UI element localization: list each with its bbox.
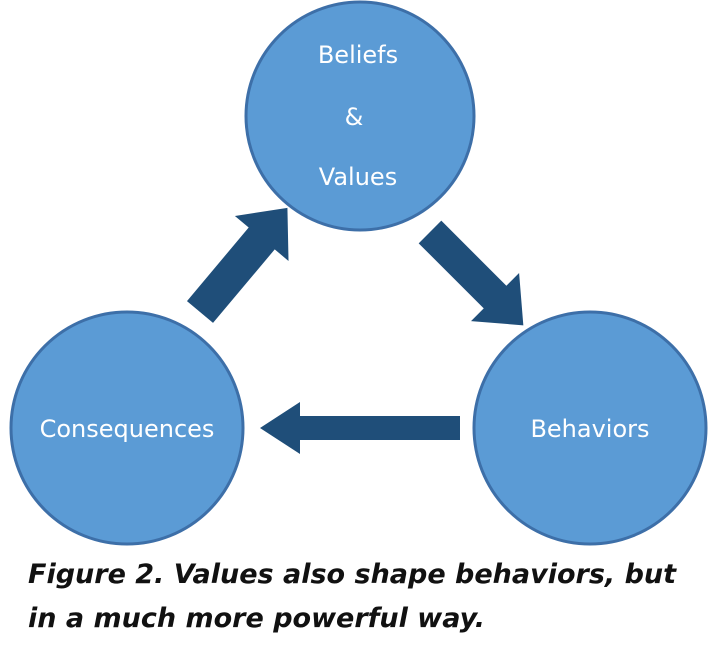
node-beliefs-values-label-line3: Values [319,163,397,191]
figure-caption-line2: in a much more powerful way. [28,603,485,634]
node-consequences-label: Consequences [40,415,215,443]
arrow-behaviors-to-consequences-shape [260,402,460,454]
arrow-beliefs-to-behaviors [418,220,524,326]
figure-caption: Figure 2. Values also shape behaviors, b… [28,553,708,641]
node-beliefs-values: Beliefs & Values [244,0,476,232]
node-beliefs-values-label-line1: Beliefs [318,41,398,69]
arrow-consequences-to-beliefs [186,207,289,323]
arrow-behaviors-to-consequences [260,402,460,454]
node-behaviors-label: Behaviors [530,415,649,443]
node-behaviors: Behaviors [472,310,708,546]
figure-caption-line1: Figure 2. Values also shape behaviors, b… [28,559,677,590]
node-consequences: Consequences [9,310,245,546]
node-behaviors-circle [472,310,708,546]
node-beliefs-values-label-line2: & [345,103,364,131]
arrow-consequences-to-beliefs-shape [186,207,289,323]
node-beliefs-values-circle [244,0,476,232]
node-consequences-circle [9,310,245,546]
arrow-beliefs-to-behaviors-shape [418,220,524,326]
